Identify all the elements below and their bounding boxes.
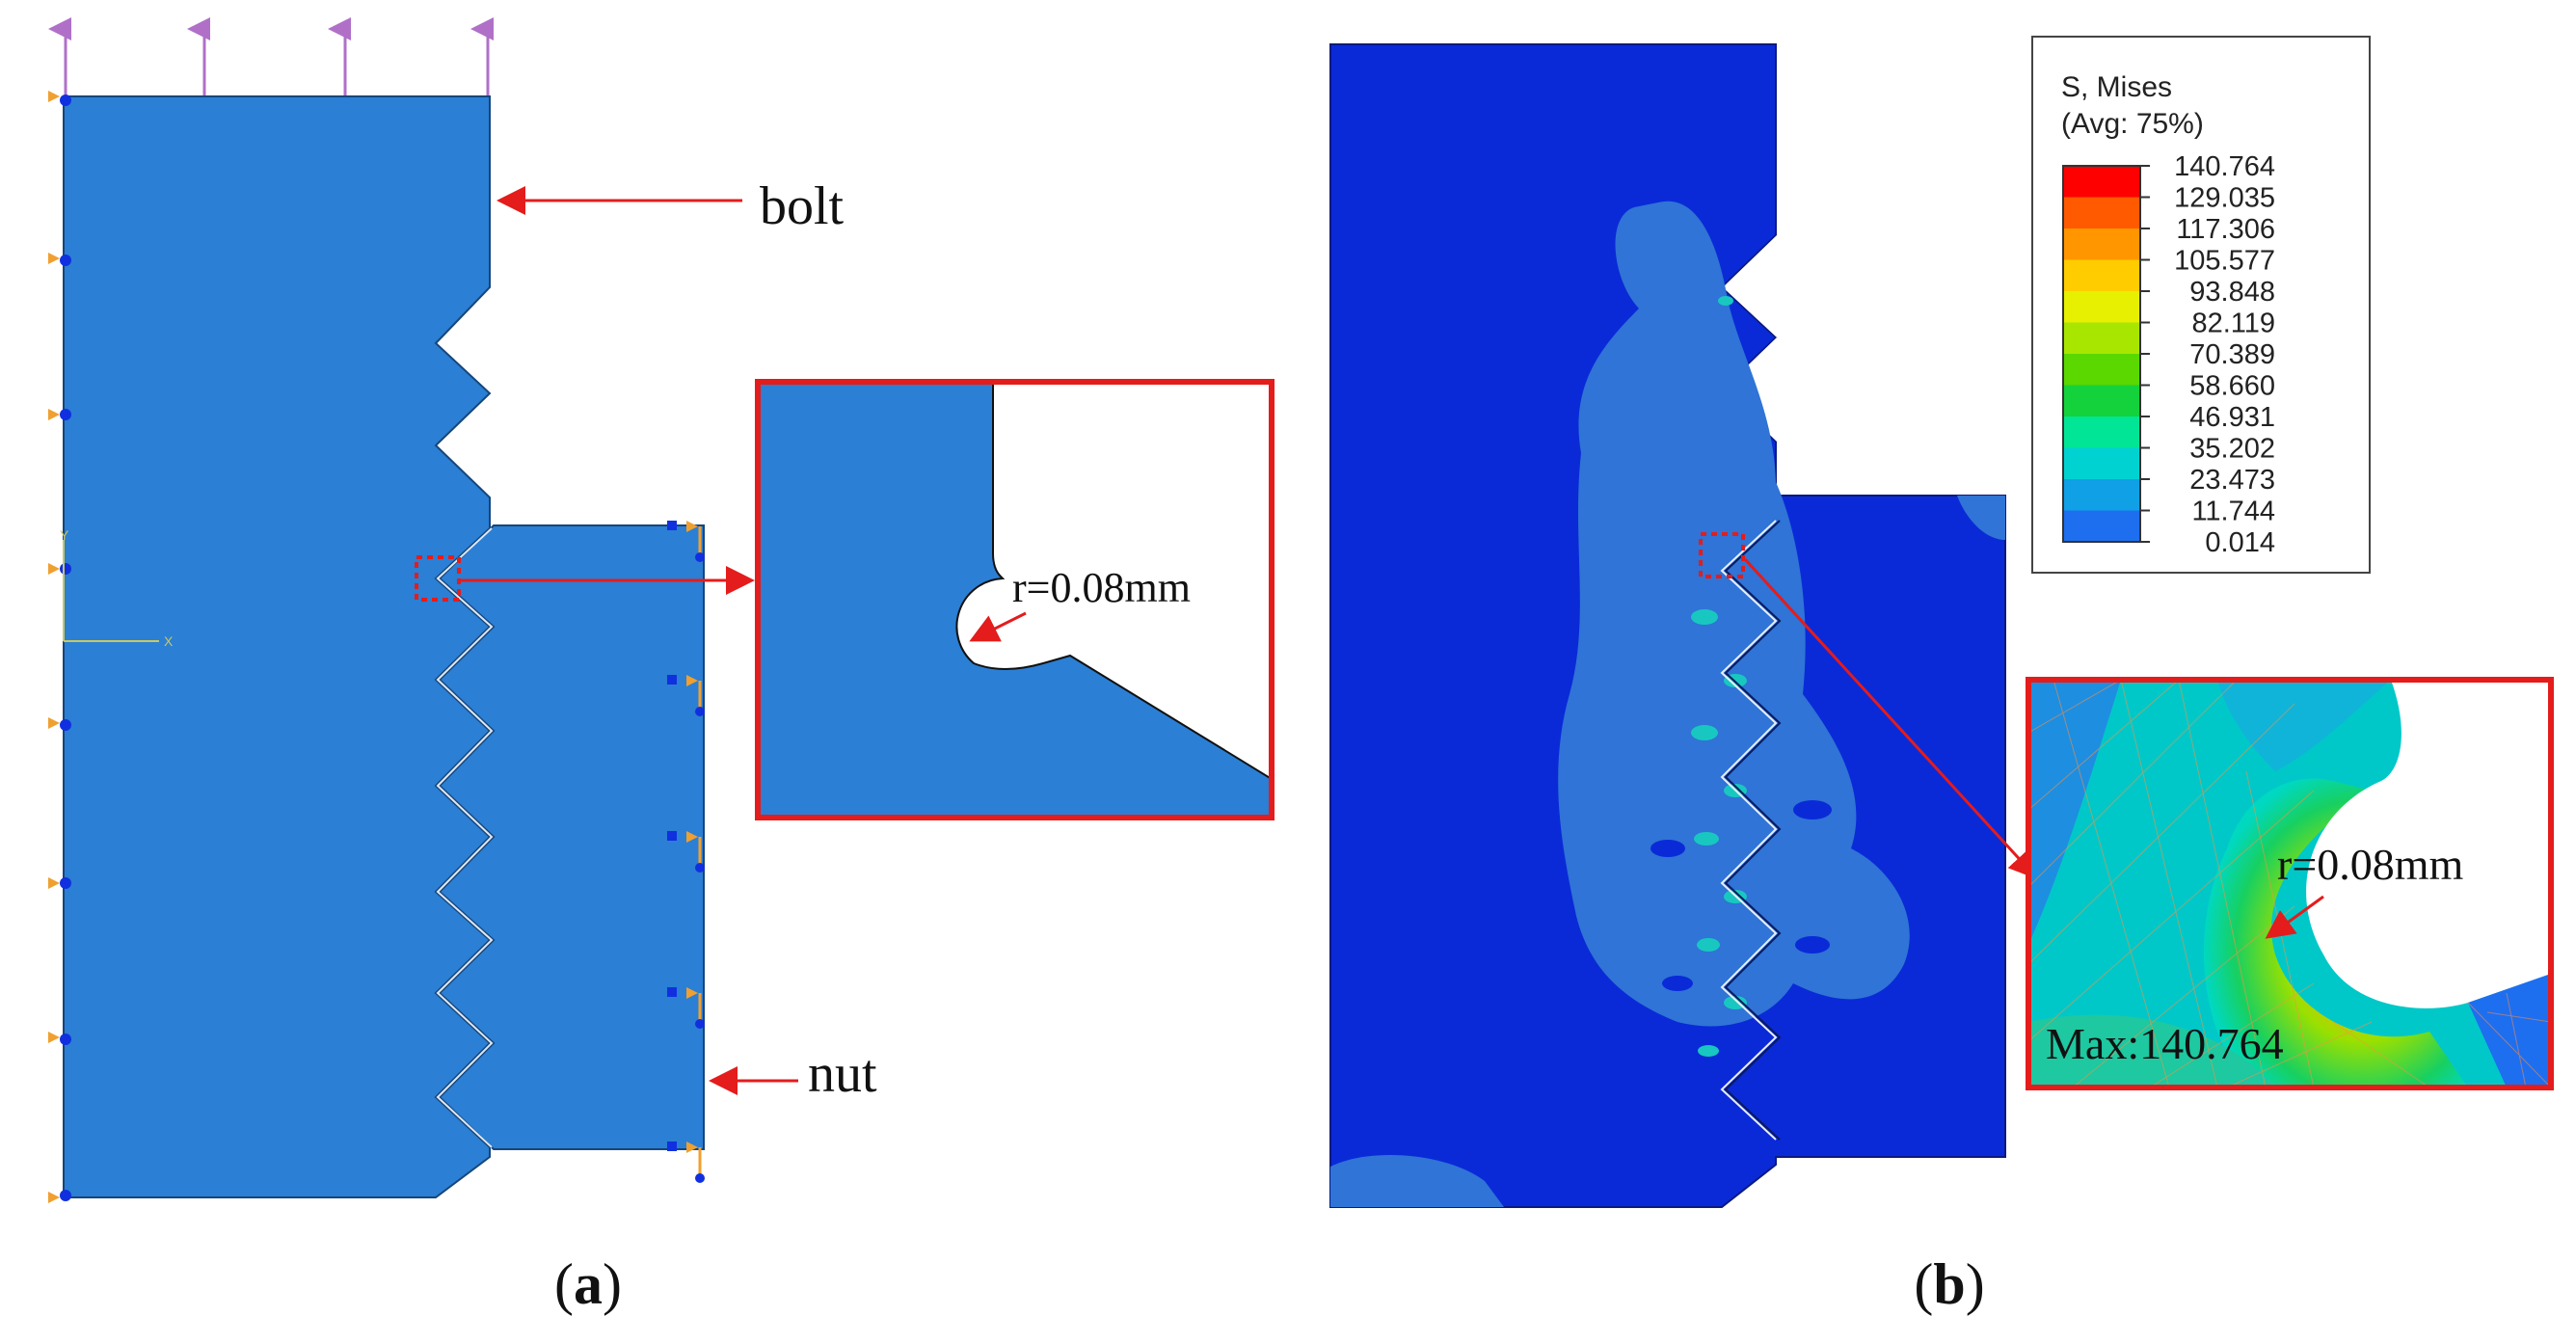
caption-b-close: ): [1966, 1252, 1985, 1316]
legend-swatches: 140.764129.035117.306105.57793.84882.119…: [2062, 151, 2275, 558]
legend-value-label: 58.660: [2189, 371, 2275, 402]
bc-symbol: [667, 521, 705, 562]
legend-swatch: [2063, 259, 2140, 291]
roi-box-a: [415, 555, 461, 602]
zoom-frame-b: [2026, 677, 2554, 1090]
legend-value-label: 93.848: [2189, 277, 2275, 308]
zoom-inset-b: r=0.08mm Max:140.764: [2026, 677, 2554, 1090]
bc-symbol: [667, 831, 705, 873]
contour-region-low: [1330, 1155, 1504, 1207]
legend-value-label: 0.014: [2205, 527, 2275, 558]
legend: S, Mises (Avg: 75%) 140.764129.035117.30…: [2031, 36, 2371, 574]
zoom-b-left-band: [2028, 680, 2121, 945]
legend-value-label: 105.577: [2174, 246, 2275, 277]
bolt-body: [63, 95, 492, 1198]
boundary-symbols-left: [48, 91, 71, 1203]
axis-x-label: X: [164, 633, 174, 649]
zoom-b-upper-band: [2217, 680, 2391, 771]
legend-swatch: [2063, 385, 2140, 416]
legend-swatch: [2063, 479, 2140, 511]
legend-title-line2: (Avg: 75%): [2061, 108, 2204, 140]
caption-a-close: ): [603, 1252, 622, 1316]
inset-radius-arrow-b: [2265, 895, 2324, 939]
zoom-inset-a: r=0.08mm: [755, 379, 1275, 820]
legend-value-label: 129.035: [2174, 183, 2275, 214]
bc-symbol: [48, 563, 71, 575]
bc-symbol: [667, 675, 705, 716]
bc-symbol: [48, 877, 71, 889]
bc-symbol: [667, 1142, 705, 1183]
legend-swatch: [2063, 322, 2140, 354]
boundary-symbols-right: [667, 521, 705, 1183]
panel-b: S, Mises (Avg: 75%) 140.764129.035117.30…: [1329, 36, 2554, 1316]
contact-dark-spots: [1650, 800, 1832, 991]
caption-a-open: (: [554, 1252, 574, 1316]
caption-b: (b): [1914, 1252, 1984, 1316]
legend-swatch: [2063, 510, 2140, 542]
bolt-label: bolt: [760, 176, 845, 236]
contour-region-corner: [1957, 496, 2005, 540]
axis-triad: Y X: [60, 527, 174, 649]
legend-value-label: 11.744: [2191, 497, 2275, 527]
legend-value-label: 35.202: [2189, 434, 2275, 465]
contour-region-mid: [1558, 201, 1910, 1027]
panel-a: Y X bolt nut r=0.08mm (a): [48, 17, 1275, 1316]
zoom-frame-a: [755, 379, 1275, 820]
bc-symbol: [48, 1190, 71, 1203]
zoom-b-hot-zone: [2204, 778, 2468, 1088]
bc-symbol: [48, 1032, 71, 1045]
legend-swatch: [2063, 228, 2140, 260]
inset-radius-label-b: r=0.08mm: [2277, 840, 2464, 889]
load-arrows: [48, 17, 494, 96]
roi-box-b: [1699, 532, 1745, 578]
legend-swatch: [2063, 166, 2140, 198]
bc-symbol: [48, 717, 71, 731]
nut-body: [438, 524, 705, 1150]
zoom-b-mesh: [2028, 680, 2551, 1088]
thread-gap-b: [1720, 520, 1778, 1141]
legend-swatch: [2063, 416, 2140, 448]
legend-swatch: [2063, 197, 2140, 228]
legend-title-line1: S, Mises: [2061, 71, 2172, 103]
zoom-b-right-piece: [2468, 974, 2551, 1088]
axis-y-label: Y: [60, 527, 69, 543]
caption-b-open: (: [1914, 1252, 1933, 1316]
zoom-b-notch: [2306, 680, 2551, 1008]
legend-value-label: 140.764: [2174, 151, 2275, 182]
legend-swatch: [2063, 291, 2140, 323]
contact-spots: [1691, 296, 1747, 1057]
inset-radius-arrow-a: [969, 611, 1027, 642]
thread-gap: [436, 527, 494, 1148]
legend-value-label: 46.931: [2189, 402, 2275, 433]
legend-value-label: 23.473: [2189, 465, 2275, 496]
bc-symbol: [48, 409, 71, 420]
bc-symbol: [48, 253, 71, 266]
roi-link-arrow-b: [1743, 557, 2039, 880]
thread-edge-b: [1724, 520, 1782, 1141]
bc-symbol: [667, 987, 705, 1029]
legend-swatch: [2063, 354, 2140, 386]
caption-a-letter: a: [574, 1252, 603, 1316]
legend-value-label: 70.389: [2189, 339, 2275, 370]
nut-label: nut: [808, 1044, 877, 1104]
caption-a: (a): [554, 1252, 622, 1316]
max-stress-label: Max:140.764: [2046, 1019, 2284, 1068]
legend-value-label: 117.306: [2176, 214, 2275, 245]
legend-swatch: [2063, 447, 2140, 479]
legend-swatch-frame: [2062, 165, 2141, 543]
legend-value-label: 82.119: [2191, 309, 2275, 339]
inset-radius-label-a: r=0.08mm: [1012, 564, 1191, 611]
caption-b-letter: b: [1933, 1252, 1965, 1316]
inset-bolt-region: [758, 382, 1272, 818]
bc-symbol: [48, 91, 71, 106]
